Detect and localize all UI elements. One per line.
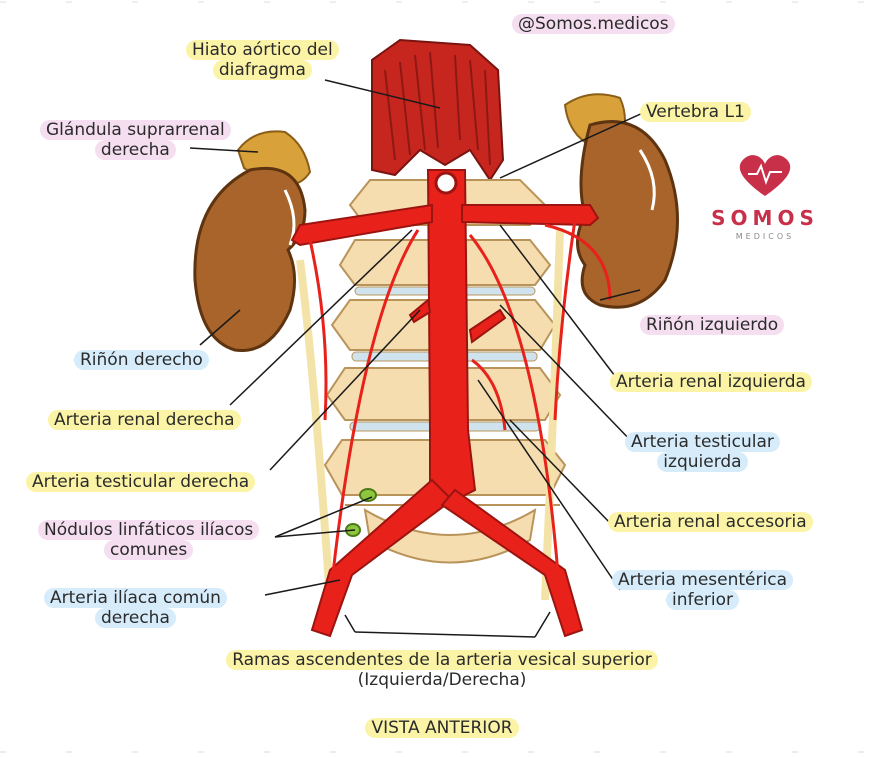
label-rinon-derecho: Riñón derecho (74, 350, 209, 370)
label-hiato-aortico: Hiato aórtico del diafragma (186, 40, 339, 80)
label-vertebra-l1: Vertebra L1 (640, 102, 751, 122)
label-arteria-testicular-izquierda: Arteria testicular izquierda (625, 432, 780, 472)
label-arteria-renal-izquierda: Arteria renal izquierda (610, 372, 812, 392)
watermark-text: @Somos.medicos (512, 14, 675, 34)
label-arteria-renal-accesoria: Arteria renal accesoria (608, 512, 813, 532)
label-arteria-testicular-derecha: Arteria testicular derecha (26, 472, 255, 492)
label-rinon-izquierdo: Riñón izquierdo (640, 315, 784, 335)
label-glandula-suprarrenal: Glándula suprarrenal derecha (40, 120, 231, 160)
label-nodulos-linfaticos: Nódulos linfáticos ilíacos comunes (38, 520, 259, 560)
label-arteria-mesenterica: Arteria mesentérica inferior (612, 570, 793, 610)
label-vista-anterior: VISTA ANTERIOR (0, 718, 884, 738)
label-arteria-renal-derecha: Arteria renal derecha (48, 410, 241, 430)
label-ramas-ascendentes: Ramas ascendentes de la arteria vesical … (0, 650, 884, 690)
brand-logo: SOMOS MEDICOS (700, 168, 830, 241)
label-arteria-iliaca-comun: Arteria ilíaca común derecha (44, 588, 227, 628)
diaphragm (372, 40, 503, 180)
